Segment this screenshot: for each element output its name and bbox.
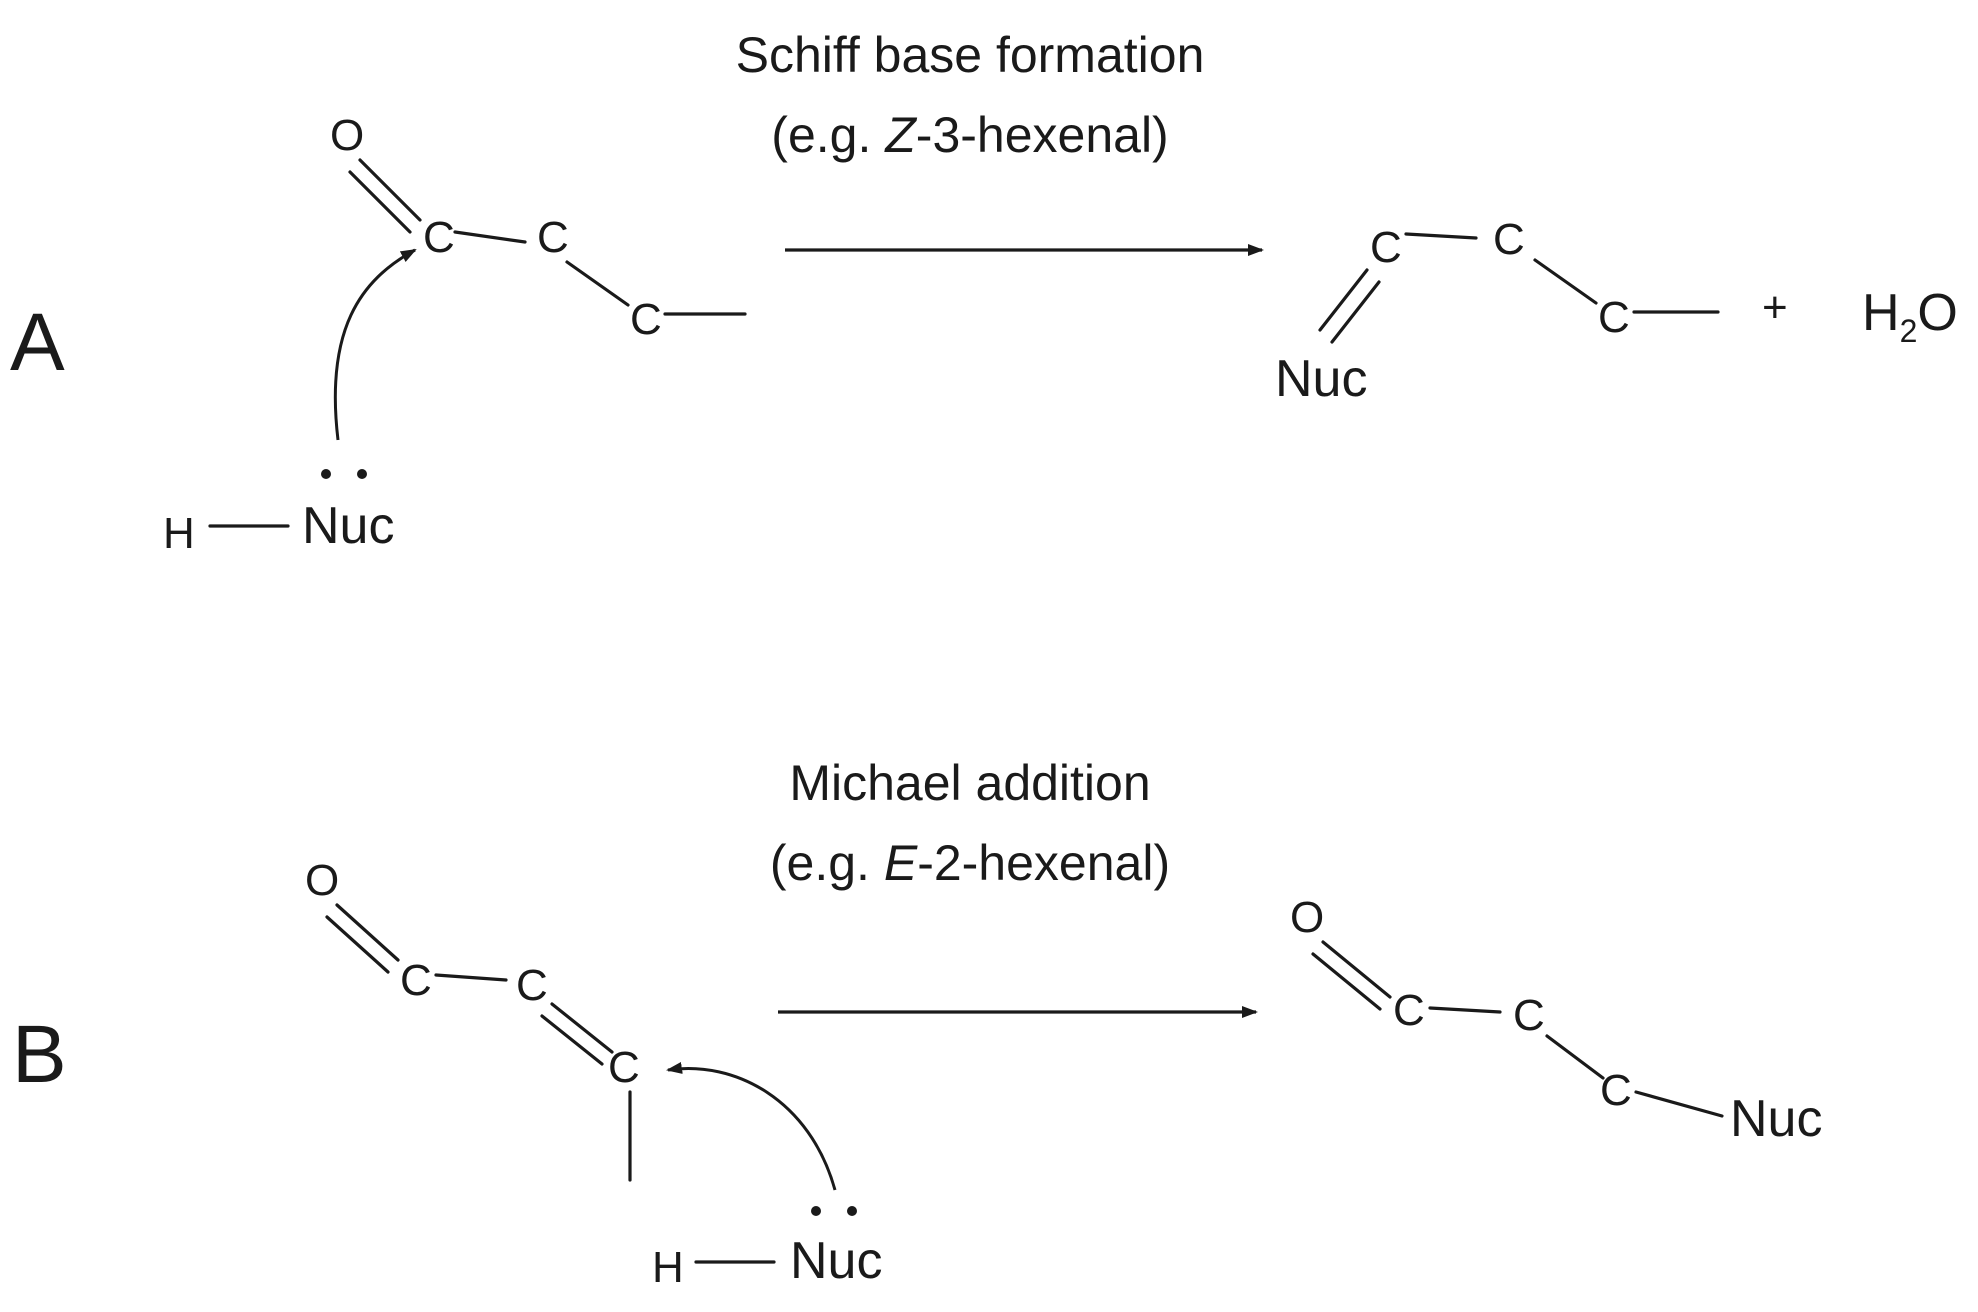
panel-a-example: (e.g. Z-3-hexenal) [771, 107, 1168, 163]
carbonyl-double-bond-2 [325, 915, 390, 974]
lone-pair-dot [321, 469, 331, 479]
single-bond [453, 230, 527, 244]
single-bond [1545, 1034, 1605, 1080]
single-bond [1428, 1006, 1502, 1014]
panel-b-label: B [12, 1009, 67, 1100]
carbon-atom-3: C [1598, 293, 1630, 342]
nucleophile-label: Nuc [790, 1232, 882, 1290]
lone-pair-dot [847, 1206, 857, 1216]
carbon-atom-1: C [1393, 986, 1425, 1035]
plus-sign: + [1762, 283, 1788, 332]
panel-a-product: C C C Nuc + H2O [1275, 215, 1958, 408]
carbonyl-double-bond-2 [1311, 952, 1382, 1011]
panel-a-reactant: O C C C H Nuc [163, 111, 747, 558]
carbon-atom-1: C [423, 213, 455, 262]
hydrogen-atom: H [163, 509, 195, 558]
panel-b-reactant: O C C C H Nuc [305, 856, 882, 1292]
panel-a: A Schiff base formation (e.g. Z-3-hexena… [10, 27, 1958, 558]
carbon-atom-3: C [630, 295, 662, 344]
hydrogen-atom: H [652, 1243, 684, 1292]
nucleophile-label: Nuc [1275, 350, 1367, 408]
panel-b-title: Michael addition [789, 755, 1150, 811]
imine-double-bond-2 [1330, 280, 1381, 344]
carbonyl-double-bond-1 [358, 158, 422, 222]
oxygen-atom: O [1290, 893, 1324, 942]
nucleophile-label: Nuc [1730, 1090, 1822, 1148]
carbon-atom-2: C [1513, 991, 1545, 1040]
carbon-atom-1: C [1370, 223, 1402, 272]
lone-pair-dot [811, 1206, 821, 1216]
curved-electron-arrow [333, 248, 417, 441]
carbonyl-double-bond-1 [1321, 940, 1392, 999]
carbon-atom-2: C [537, 213, 569, 262]
curved-electron-arrow [666, 1062, 837, 1191]
water-formula: H2O [1862, 284, 1958, 349]
single-bond [434, 973, 508, 982]
carbonyl-double-bond-1 [335, 903, 400, 962]
lone-pair-dot [357, 469, 367, 479]
carbon-atom-2: C [516, 961, 548, 1010]
panel-a-label: A [10, 297, 65, 388]
panel-a-title: Schiff base formation [736, 27, 1205, 83]
carbonyl-double-bond-2 [348, 170, 412, 234]
oxygen-atom: O [330, 111, 364, 160]
oxygen-atom: O [305, 856, 339, 905]
single-bond [1634, 1090, 1724, 1118]
carbon-atom-3: C [608, 1043, 640, 1092]
alkene-double-bond-2 [540, 1014, 604, 1066]
imine-double-bond-1 [1318, 268, 1369, 332]
nucleophile-label: Nuc [302, 497, 394, 555]
carbon-atom-1: C [400, 956, 432, 1005]
single-bond [565, 260, 630, 307]
panel-b-example: (e.g. E-2-hexenal) [770, 835, 1170, 891]
alkene-double-bond-1 [550, 1002, 614, 1054]
panel-b-product: O C C C Nuc [1290, 893, 1822, 1148]
single-bond [1404, 232, 1478, 240]
single-bond [1533, 258, 1598, 305]
carbon-atom-2: C [1493, 215, 1525, 264]
panel-b: B Michael addition (e.g. E-2-hexenal) O … [12, 755, 1822, 1292]
carbon-atom-3: C [1600, 1066, 1632, 1115]
